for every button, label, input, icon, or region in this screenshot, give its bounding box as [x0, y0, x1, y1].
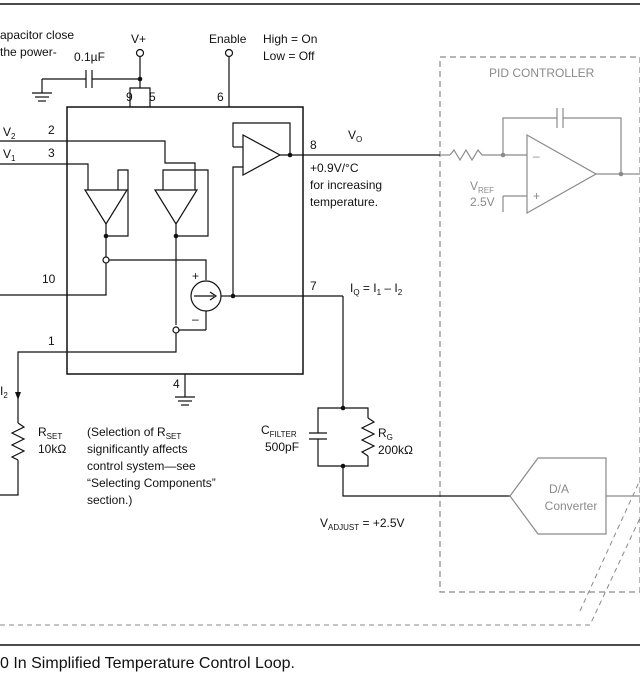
vplus-terminal — [135, 48, 145, 58]
note-line5: section.) — [87, 493, 132, 507]
i2-label: I2 — [0, 384, 8, 400]
feedback-dashed-line — [0, 517, 640, 626]
ground-pin4 — [175, 374, 195, 406]
pin-8: 8 — [310, 138, 317, 152]
vplus-label: V+ — [131, 32, 146, 46]
current-source — [190, 280, 222, 312]
pid-minus: – — [533, 149, 540, 163]
pid-controller-box — [439, 56, 640, 593]
bypass-capacitor — [32, 70, 140, 102]
pin-2: 2 — [48, 123, 55, 137]
cap-note-line1: apacitor close — [0, 28, 74, 42]
vadjust-label: VADJUST = +2.5V — [320, 516, 405, 532]
figure-caption: 0 In Simplified Temperature Control Loop… — [0, 655, 295, 672]
note-line4: “Selecting Components” — [87, 476, 216, 490]
vref-label: VREF — [470, 179, 494, 195]
cap-note-line2: the power- — [0, 45, 57, 59]
vo-label: VO — [348, 128, 362, 144]
pin-7: 7 — [310, 279, 317, 293]
cs-minus: – — [192, 312, 199, 326]
note-line1: (Selection of RSET — [87, 425, 181, 441]
cfilter-capacitor — [309, 407, 343, 467]
pin-1: 1 — [48, 334, 55, 348]
buffer-right — [153, 169, 209, 325]
pin-9: 9 — [126, 90, 133, 104]
enable-high: High = On — [263, 32, 317, 46]
v1-label: V1 — [3, 147, 16, 163]
cfilter-label: CFILTER — [261, 423, 297, 439]
cap-value: 0.1µF — [74, 50, 105, 64]
pin-4: 4 — [173, 377, 180, 391]
buffer-left — [83, 169, 129, 257]
enable-label: Enable — [209, 32, 247, 46]
rg-value: 200kΩ — [378, 443, 413, 457]
vo-desc-1: for increasing — [310, 178, 382, 192]
pid-plus: + — [533, 189, 540, 203]
rset-resistor — [0, 395, 26, 496]
feedback-dashed-line-2 — [579, 479, 640, 612]
dac-line2: Converter — [545, 499, 598, 513]
note-line2: significantly affects — [87, 442, 188, 456]
dac-line1: D/A — [549, 482, 569, 496]
dac-block — [509, 457, 607, 535]
note-line3: control system—see — [87, 459, 196, 473]
rset-label: RSET — [38, 425, 62, 441]
rset-value: 10kΩ — [38, 442, 66, 456]
ic-package — [66, 106, 304, 375]
cs-plus: + — [192, 269, 199, 283]
vref-value: 2.5V — [470, 195, 495, 209]
pin-6: 6 — [217, 90, 224, 104]
vo-scale: +0.9V/°C — [310, 161, 359, 175]
enable-terminal — [224, 48, 234, 58]
vo-desc-2: temperature. — [310, 195, 378, 209]
pid-title: PID CONTROLLER — [489, 66, 595, 80]
pin-3: 3 — [48, 146, 55, 160]
pid-opamp — [440, 108, 640, 215]
cfilter-value: 500pF — [265, 440, 299, 454]
rg-label: RG — [378, 426, 393, 442]
output-amplifier — [232, 122, 291, 296]
pin-10: 10 — [42, 272, 56, 286]
enable-low: Low = Off — [263, 49, 315, 63]
v2-label: V2 — [3, 125, 16, 141]
rg-resistor — [343, 407, 376, 467]
pin-5: 5 — [149, 90, 156, 104]
iq-equation: IQ = I1 – I2 — [350, 281, 403, 297]
